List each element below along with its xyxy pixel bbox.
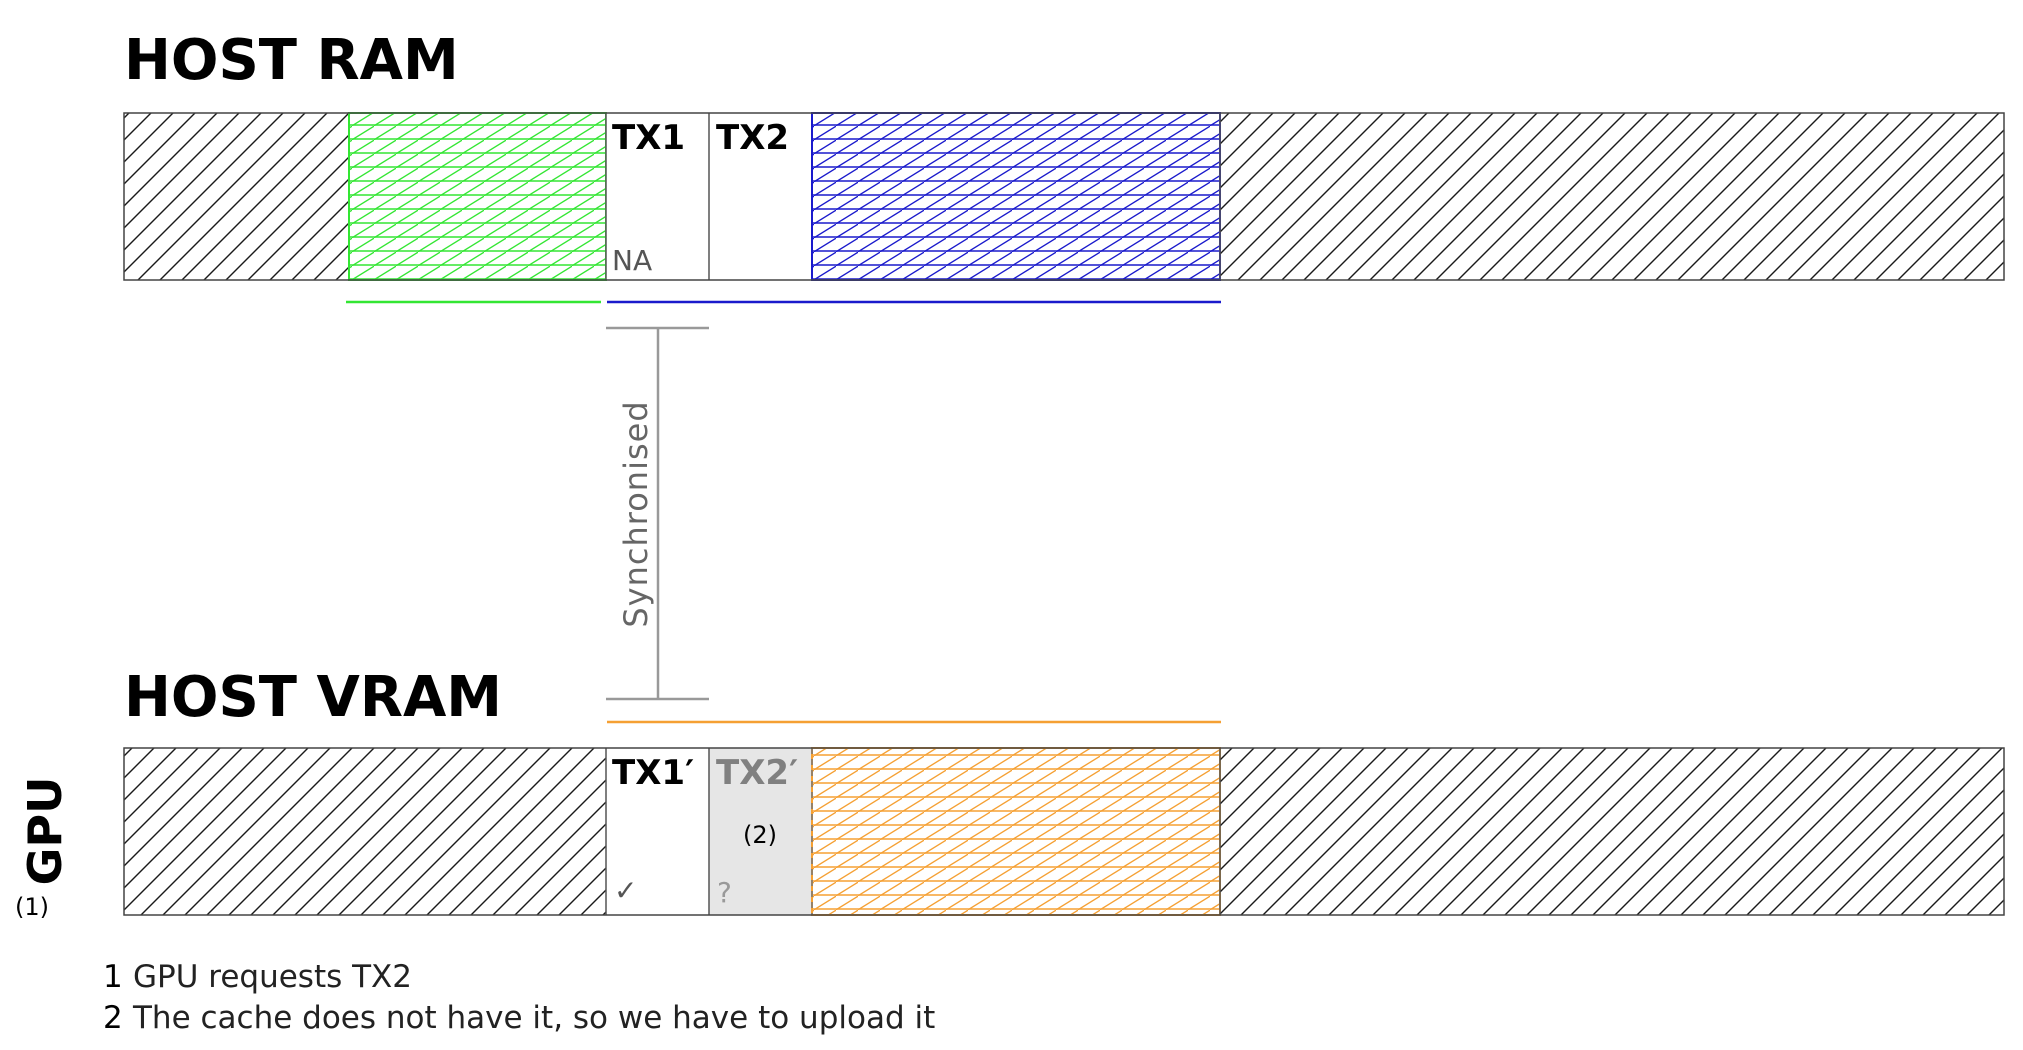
vram-free-left <box>124 748 606 915</box>
sync-bracket <box>606 326 709 701</box>
notes-list: 1 GPU requests TX2 2 The cache does not … <box>103 959 935 1036</box>
ram-free-right <box>1220 113 2004 280</box>
vram-tx2-label: TX2′ <box>716 753 798 793</box>
host-vram-title: HOST VRAM <box>124 665 502 730</box>
note-number: 1 <box>103 959 123 995</box>
gpu-label: GPU <box>18 777 72 886</box>
vram-tx1-label: TX1′ <box>612 753 694 793</box>
host-ram-title: HOST RAM <box>124 28 459 93</box>
ram-bar-outline <box>123 112 2005 281</box>
note-number: 2 <box>103 1000 123 1036</box>
check-icon: ✓ <box>614 874 637 907</box>
ram-tx1-status: NA <box>612 244 652 277</box>
note-text: GPU requests TX2 <box>133 959 412 995</box>
vram-bar-outline <box>123 747 2005 916</box>
sync-label: Synchronised <box>617 400 655 627</box>
host-ram-bar <box>123 112 2005 281</box>
ram-free-left <box>124 113 349 280</box>
note-text: The cache does not have it, so we have t… <box>132 1000 935 1036</box>
ram-blue-region <box>811 112 1221 281</box>
ram-tx2-block[interactable] <box>709 113 812 280</box>
vram-orange-region <box>811 747 1221 916</box>
vram-tx1-block[interactable] <box>606 748 709 915</box>
ram-green-region <box>348 112 607 281</box>
ram-tx2-label: TX2 <box>716 118 789 158</box>
host-vram-bar <box>123 747 2005 916</box>
question-icon: ? <box>717 876 732 909</box>
vram-tx2-marker: (2) <box>743 821 777 849</box>
ram-tx1-label: TX1 <box>612 118 685 158</box>
vram-free-right <box>1220 748 2004 915</box>
vram-tx2-block[interactable] <box>709 748 812 915</box>
ram-tx1-block[interactable] <box>606 113 709 280</box>
gpu-marker: (1) <box>15 893 49 921</box>
